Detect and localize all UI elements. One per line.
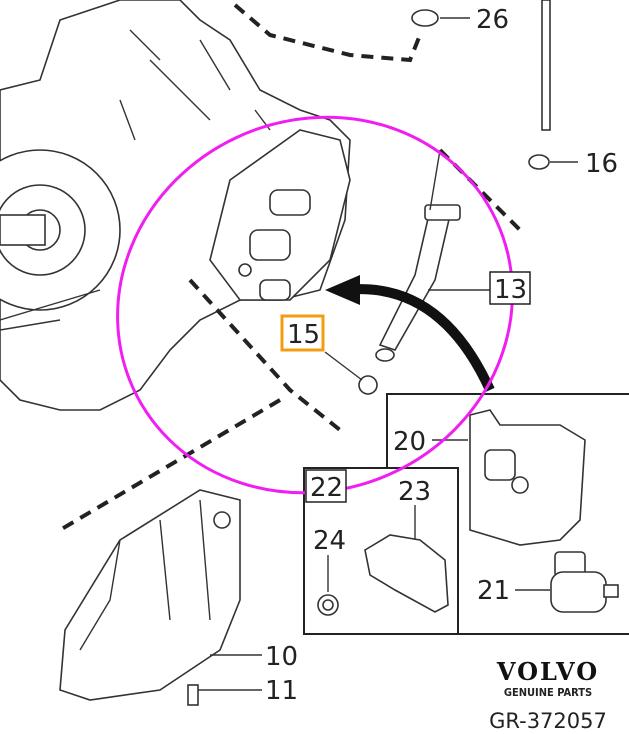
direction-arrow [344, 284, 495, 393]
callout-16[interactable]: 16 [585, 149, 618, 179]
callout-23[interactable]: 23 [398, 477, 431, 507]
callout-15[interactable]: 15 [287, 320, 320, 350]
callout-11[interactable]: 11 [265, 676, 298, 706]
gasket-23 [364, 505, 449, 613]
callout-13[interactable]: 13 [494, 275, 527, 305]
callout-13-box [489, 271, 531, 305]
dashed-line-26 [233, 3, 422, 63]
callout-26[interactable]: 26 [476, 5, 509, 35]
callout-22-box [305, 469, 347, 503]
callout-21[interactable]: 21 [477, 576, 510, 606]
oil-tube [375, 149, 490, 362]
callout-24[interactable]: 24 [313, 526, 346, 556]
highlight-ellipse [116, 115, 514, 495]
callout-22[interactable]: 22 [310, 473, 343, 503]
arrow-head [325, 275, 360, 305]
valve-body-installed [209, 129, 351, 301]
oil-pan [59, 489, 262, 706]
seal-24 [317, 555, 339, 616]
dashed-line-10 [58, 398, 282, 532]
o-ring-15 [358, 375, 378, 395]
transmission-housing [0, 0, 351, 411]
callout-15-box [280, 314, 325, 352]
dipstick-tube [528, 0, 578, 170]
drawing-number: GR-372057 [489, 709, 607, 733]
volvo-logo: VOLVO [496, 657, 599, 686]
valve-body-20 [432, 409, 586, 546]
genuine-parts-tagline: GENUINE PARTS [504, 686, 592, 699]
callout-10[interactable]: 10 [265, 642, 298, 672]
dashed-line-15 [188, 278, 342, 432]
solenoid-21 [515, 551, 619, 613]
callout-20[interactable]: 20 [393, 427, 426, 457]
o-ring-26 [411, 9, 439, 27]
